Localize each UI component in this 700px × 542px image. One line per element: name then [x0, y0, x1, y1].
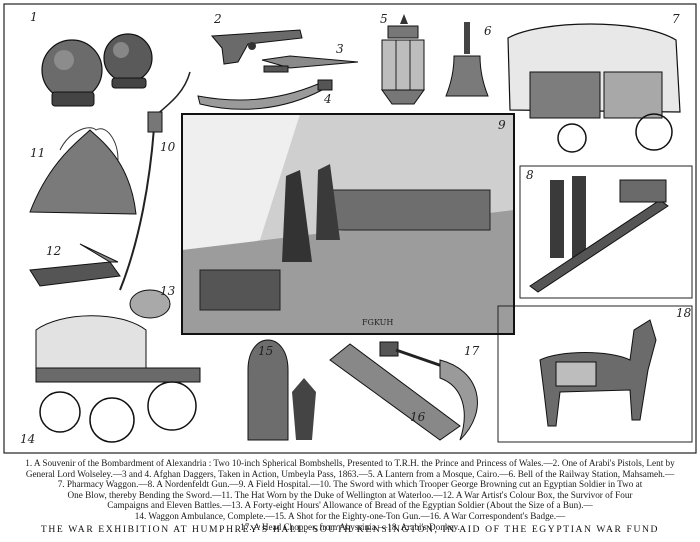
figure-number-13: 13 — [160, 284, 176, 298]
caption-line: 17. A Head Chopper, from Abyssinia.—18. … — [240, 521, 460, 532]
engraving-plate — [3, 3, 697, 454]
figure-number-11: 11 — [30, 146, 46, 160]
figure-number-10: 10 — [160, 140, 176, 154]
wellington-hat-illustration — [29, 127, 137, 215]
caption-line: 14. Waggon Ambulance, Complete.—15. A Sh… — [134, 510, 566, 521]
figure-number-14: 14 — [20, 432, 36, 446]
mosque-lantern-illustration — [381, 14, 425, 105]
figure-number-9: 9 — [498, 118, 506, 132]
bombshells-illustration — [41, 33, 191, 121]
figure-number-3: 3 — [336, 42, 344, 56]
field-hospital-illustration — [181, 113, 515, 335]
bell-illustration — [445, 22, 489, 97]
donkey-illustration — [497, 305, 693, 443]
figure-number-6: 6 — [484, 24, 492, 38]
figure-number-15: 15 — [258, 344, 274, 358]
pistol-illustration — [210, 29, 303, 65]
bent-sword-illustration — [119, 111, 163, 291]
colour-box-illustration — [29, 243, 121, 287]
caption-block: 1. A Souvenir of the Bombardment of Alex… — [14, 458, 686, 532]
curved-dagger-illustration — [197, 79, 333, 110]
figure-number-4: 4 — [324, 92, 332, 106]
pharmacy-waggon-illustration — [507, 23, 681, 153]
figure-number-2: 2 — [214, 12, 222, 26]
figure-number-7: 7 — [672, 12, 680, 26]
figure-number-1: 1 — [30, 10, 38, 24]
head-chopper-illustration — [379, 341, 478, 441]
ambulance-waggon-illustration — [35, 315, 201, 443]
caption-line: Campaigns and Eleven Battles.—13. A Fort… — [107, 500, 593, 511]
plate-border — [3, 3, 697, 454]
figure-number-17: 17 — [464, 344, 480, 358]
figure-number-18: 18 — [676, 306, 692, 320]
correspondent-badge-illustration — [329, 343, 461, 441]
figure-number-16: 16 — [410, 410, 426, 424]
engraver-signature: FGKUH — [362, 318, 394, 327]
nordenfeldt-gun-illustration — [519, 165, 693, 299]
caption-line: General Lord Wolseley.—3 and 4. Afghan D… — [25, 468, 675, 479]
caption-line: One Blow, thereby Bending the Sword.—11.… — [67, 489, 633, 500]
caption-line: 1. A Souvenir of the Bombardment of Alex… — [25, 458, 675, 468]
figure-number-5: 5 — [380, 12, 388, 26]
dagger-illustration — [261, 55, 359, 73]
caption-line: 7. Pharmacy Waggon.—8. A Nordenfeldt Gun… — [57, 479, 643, 490]
central-panel-frame — [181, 113, 515, 335]
page-title: THE WAR EXHIBITION AT HUMPHREY'S HALL, S… — [40, 524, 660, 535]
figure-number-12: 12 — [46, 244, 62, 258]
bread-illustration — [129, 289, 171, 319]
gun-shot-illustration — [247, 339, 316, 441]
figure-number-8: 8 — [526, 168, 534, 182]
